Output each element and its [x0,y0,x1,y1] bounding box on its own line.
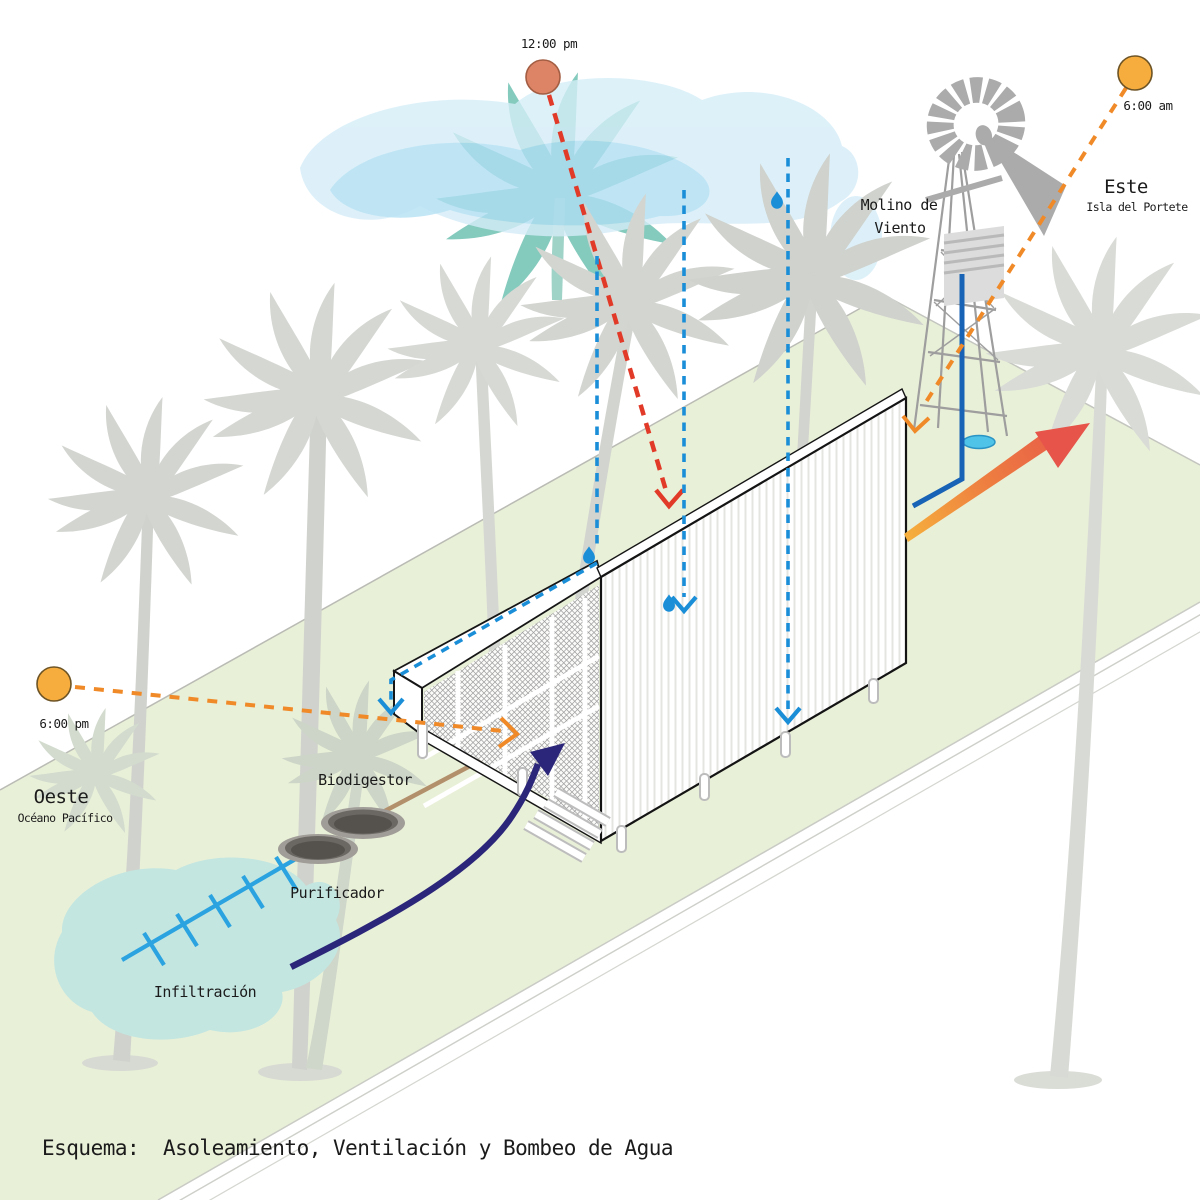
label-windmill-2: Viento [874,219,926,237]
roof-gutter-line [389,561,598,705]
stilts [417,678,879,853]
sun-noon [525,59,561,95]
label-east-place: Isla del Portete [1086,200,1188,214]
label-west: Oeste [34,786,89,808]
screen-wall [599,396,908,843]
windmill-tail-vane [984,133,1066,236]
label-infiltracion: Infiltración [154,983,256,1001]
suns [36,55,1153,702]
ray-noon-arrow [654,488,685,510]
label-biodigestor: Biodigestor [318,771,412,789]
sun-morning [1117,55,1153,91]
sun-rays [74,86,1128,749]
labels: 12:00 pm 6:00 am 6:00 pm Este Isla del P… [18,36,1189,1160]
purificador-tank [278,834,358,864]
ground-edge-offset-1 [179,614,1200,1200]
building [392,387,908,863]
windmill-strut [925,175,1003,203]
ray-evening [74,685,504,733]
palm-trunk [1050,350,1108,1078]
palm-crown [386,254,568,431]
biodigestor-tank [321,807,405,839]
water-treatment-system [54,745,508,1040]
windmill [912,77,1066,437]
label-windmill-1: Molino de [861,196,938,214]
ray-morning [924,86,1128,404]
rain-lines [377,158,802,726]
ground-edge-nw [0,294,885,791]
infiltration-pool [54,857,341,1040]
rain-arrow-3 [774,706,802,726]
rain-arrow-1 [377,697,405,717]
rain-cloud [300,78,882,280]
ground-edge-offset-2 [208,631,1200,1200]
well-mouth [962,434,996,450]
diagram-title-prefix: Esquema: [42,1136,139,1160]
palm-trunk [475,346,502,686]
ray-noon [546,94,670,495]
ground-edge-se [157,601,1200,1200]
infiltration-pipe [120,851,308,967]
diagram-title: Asoleamiento, Ventilación y Bombeo de Ag… [163,1136,673,1160]
ventilation-arrow [904,423,1090,542]
sun-evening [36,666,72,702]
stairs [523,787,611,863]
palm-shadow [1014,1071,1102,1089]
palm-shadow [82,1055,158,1071]
label-west-place: Océano Pacífico [18,811,114,825]
ray-evening-arrow [497,716,521,749]
water-pipe [911,274,965,509]
windmill-wheel [926,77,1026,171]
building-mesh-frame [422,598,601,828]
label-morning-time: 6:00 am [1123,98,1172,113]
label-noon-time: 12:00 pm [521,36,577,51]
ray-morning-arrow [901,414,931,434]
label-evening-time: 6:00 pm [39,716,88,731]
cloud-inner [330,140,710,226]
pump-arrow [289,743,565,970]
windmill-platform-box [943,226,1005,306]
rain-arrow-2 [670,595,698,615]
label-purificador: Purificador [290,884,384,902]
label-east: Este [1104,176,1148,198]
